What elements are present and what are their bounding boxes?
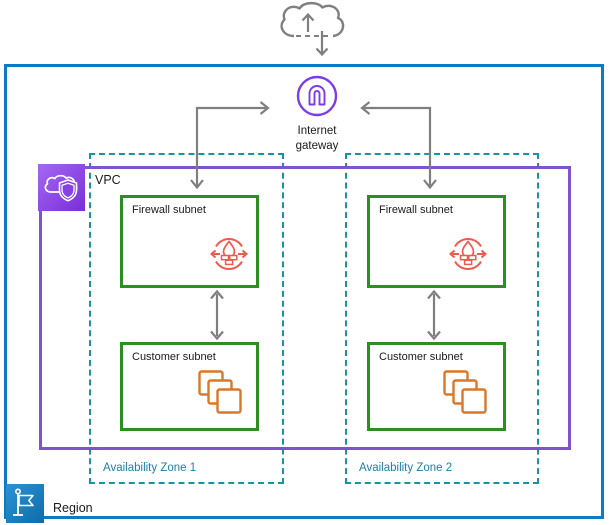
internet-gateway-icon	[296, 75, 338, 117]
subnet-label: Customer subnet	[379, 351, 463, 363]
region-boundary	[4, 64, 604, 519]
availability-zone-1-label: Availability Zone 1	[103, 462, 197, 474]
vpc-icon	[38, 164, 85, 211]
availability-zone-2-label: Availability Zone 2	[359, 462, 453, 474]
brick-wall-glyph	[459, 254, 477, 266]
region-label: Region	[53, 501, 93, 515]
az2-firewall-subnet-box: Firewall subnet	[367, 195, 506, 288]
arrow-internet-up	[301, 12, 315, 32]
az1-workload-instances-icon	[198, 370, 242, 414]
vpc-boundary	[39, 166, 571, 450]
brick-wall-glyph	[220, 254, 238, 266]
az1-customer-subnet-box: Customer subnet	[120, 342, 259, 431]
flag-glyph	[18, 494, 34, 507]
arrow-internet-to-region	[315, 31, 329, 57]
vpc-label: VPC	[95, 173, 121, 187]
gateway-arch-glyph	[308, 85, 326, 106]
internet-cloud-icon	[280, 1, 345, 57]
availability-zone-1-boundary	[89, 153, 284, 484]
az2-workload-instances-icon	[443, 370, 487, 414]
az1-network-firewall-icon	[209, 237, 249, 271]
region-flag-icon	[6, 484, 44, 523]
shield-inner-outline	[61, 182, 75, 199]
az2-customer-subnet-box: Customer subnet	[367, 342, 506, 431]
subnet-label: Firewall subnet	[379, 204, 453, 216]
subnet-label: Customer subnet	[132, 351, 216, 363]
flame-glyph	[222, 240, 236, 258]
availability-zone-2-boundary	[345, 153, 539, 484]
az1-firewall-subnet-box: Firewall subnet	[120, 195, 259, 288]
az2-network-firewall-icon	[448, 237, 488, 271]
flame-glyph	[461, 240, 475, 258]
subnet-label: Firewall subnet	[132, 204, 206, 216]
internet-gateway-label: Internet gateway	[295, 125, 339, 152]
